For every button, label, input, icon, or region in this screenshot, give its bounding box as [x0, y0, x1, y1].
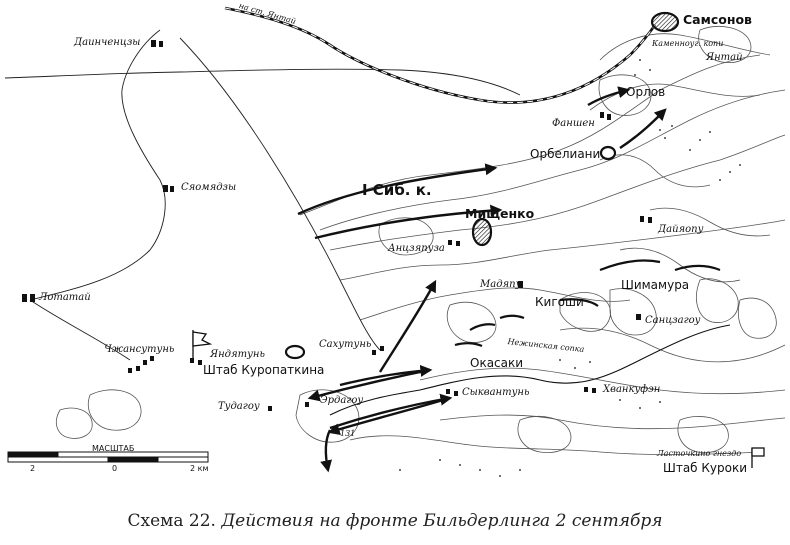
- label-dainchenzy: Даинченцзы: [74, 37, 141, 48]
- battle-map: [4, 6, 786, 477]
- attack-arrows: [297, 86, 667, 473]
- scale-bar: [7, 451, 209, 463]
- scale-title: МАСШТАБ: [92, 444, 135, 453]
- label-yantai: Янтай: [706, 52, 743, 63]
- railway-line: [224, 6, 657, 104]
- label-tudagou: Тудагоу: [218, 401, 260, 412]
- label-syk-vantun: Сыквантунь: [462, 387, 530, 398]
- label-chzhansutun: Чжансутунь: [104, 344, 175, 355]
- label-mines: Каменноуг. копи: [652, 39, 724, 48]
- label-shimamura: Шимамура: [621, 278, 690, 292]
- front-line: [329, 324, 731, 416]
- label-sankhagou: Санцзагоу: [645, 315, 701, 326]
- label-lotatai: Лотатай: [39, 292, 91, 303]
- village-markers: [22, 40, 652, 411]
- caption-title: Действия на фронте Бильдерлинга 2 сентяб…: [221, 511, 663, 531]
- scale-right: 2 км: [190, 464, 209, 473]
- scale-mid: 0: [112, 464, 118, 473]
- japanese-positions: [454, 259, 721, 348]
- scale-left: 2: [30, 464, 36, 473]
- label-erdagou: Эрдагоу: [320, 395, 364, 406]
- cavalry-detachments: [284, 11, 680, 360]
- label-corps: I Сиб. к.: [362, 181, 432, 199]
- hill-shading: [399, 59, 741, 477]
- label-okasaki: Окасаки: [470, 356, 524, 370]
- label-mishchenko: Мищенко: [465, 206, 535, 221]
- terrain-contours: [56, 26, 786, 456]
- label-syaomyadzy: Сяомядзы: [181, 182, 237, 193]
- label-hq-kuroki: Штаб Куроки: [663, 461, 748, 475]
- label-kigoshi: Кигоши: [535, 295, 584, 309]
- label-samsonov: Самсонов: [683, 12, 752, 27]
- label-yandyatun: Яндятунь: [210, 349, 265, 360]
- label-orbeliani: Орбелиани: [530, 147, 601, 161]
- label-anzyanpuza: Анцзяпуза: [388, 243, 445, 254]
- label-lastochkino: Ласточкино гнездо: [657, 449, 742, 458]
- hq-flags: [192, 330, 765, 468]
- label-khvankufyn: Хванкуфэн: [603, 384, 661, 395]
- label-fanshen: Фаншен: [552, 118, 595, 129]
- label-sakhutun: Сахутунь: [319, 339, 372, 350]
- roads: [4, 29, 521, 361]
- figure-caption: Схема 22. Действия на фронте Бильдерлинг…: [0, 511, 790, 531]
- label-hq-kuropatkin: Штаб Куропаткина: [203, 363, 325, 377]
- label-madyapu: Мадяпу: [480, 279, 522, 290]
- label-131: 131: [340, 429, 356, 438]
- label-daiyapu: Дайяопу: [658, 224, 704, 235]
- caption-prefix: Схема 22.: [127, 511, 216, 531]
- label-orlov: Орлов: [626, 85, 666, 99]
